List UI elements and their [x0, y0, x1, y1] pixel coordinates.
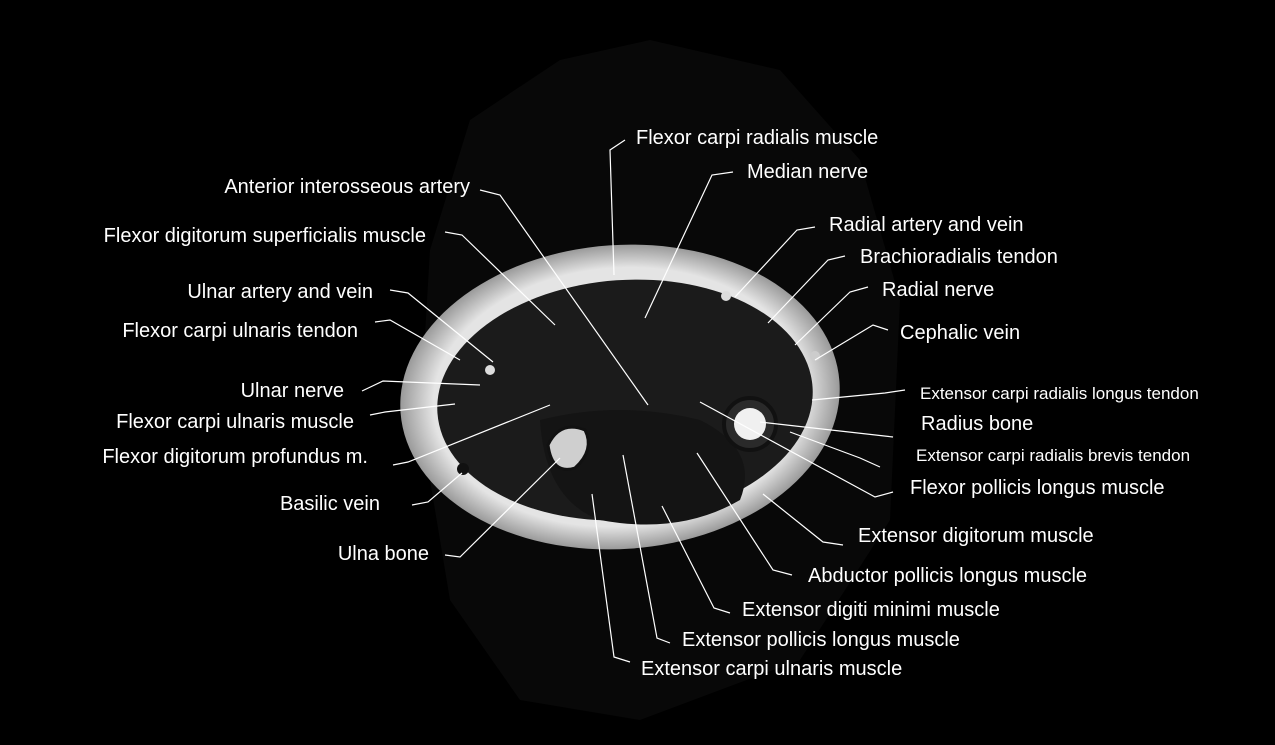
basilic-vein-shape: [457, 463, 469, 475]
label-apl: Abductor pollicis longus muscle: [808, 565, 1087, 587]
label-median-nerve: Median nerve: [747, 161, 868, 183]
label-anterior-interosseous-artery: Anterior interosseous artery: [224, 176, 470, 198]
label-epl: Extensor pollicis longus muscle: [682, 629, 960, 651]
label-ulna-bone: Ulna bone: [338, 543, 429, 565]
label-brachioradialis-tendon: Brachioradialis tendon: [860, 246, 1058, 268]
label-fcr: Flexor carpi radialis muscle: [636, 127, 878, 149]
extensor-compartment: [540, 410, 745, 525]
ulna-bone-shape: [546, 425, 590, 471]
label-fdp: Flexor digitorum profundus m.: [102, 446, 368, 468]
label-ecrl-tendon: Extensor carpi radialis longus tendon: [920, 384, 1199, 403]
label-ulnar-artery-vein: Ulnar artery and vein: [187, 281, 373, 303]
label-radius-bone: Radius bone: [921, 413, 1033, 435]
radial-vessels: [721, 291, 731, 301]
label-cephalic-vein: Cephalic vein: [900, 322, 1020, 344]
label-ecrb-tendon: Extensor carpi radialis brevis tendon: [916, 446, 1190, 465]
label-edm: Extensor digiti minimi muscle: [742, 599, 1000, 621]
label-fpl: Flexor pollicis longus muscle: [910, 477, 1165, 499]
radius-marrow: [734, 408, 766, 440]
label-ecu: Extensor carpi ulnaris muscle: [641, 658, 902, 680]
label-extensor-digitorum: Extensor digitorum muscle: [858, 525, 1094, 547]
label-ulnar-nerve: Ulnar nerve: [241, 380, 344, 402]
label-radial-nerve: Radial nerve: [882, 279, 994, 301]
leader-lines: [361, 139, 906, 663]
label-flexor-digitorum-superficialis: Flexor digitorum superficialis muscle: [104, 225, 426, 247]
label-fcu-muscle: Flexor carpi ulnaris muscle: [116, 411, 354, 433]
label-fcu-tendon: Flexor carpi ulnaris tendon: [122, 320, 358, 342]
ulnar-vessels: [485, 365, 495, 375]
label-radial-artery-vein: Radial artery and vein: [829, 214, 1024, 236]
label-basilic-vein: Basilic vein: [280, 493, 380, 515]
